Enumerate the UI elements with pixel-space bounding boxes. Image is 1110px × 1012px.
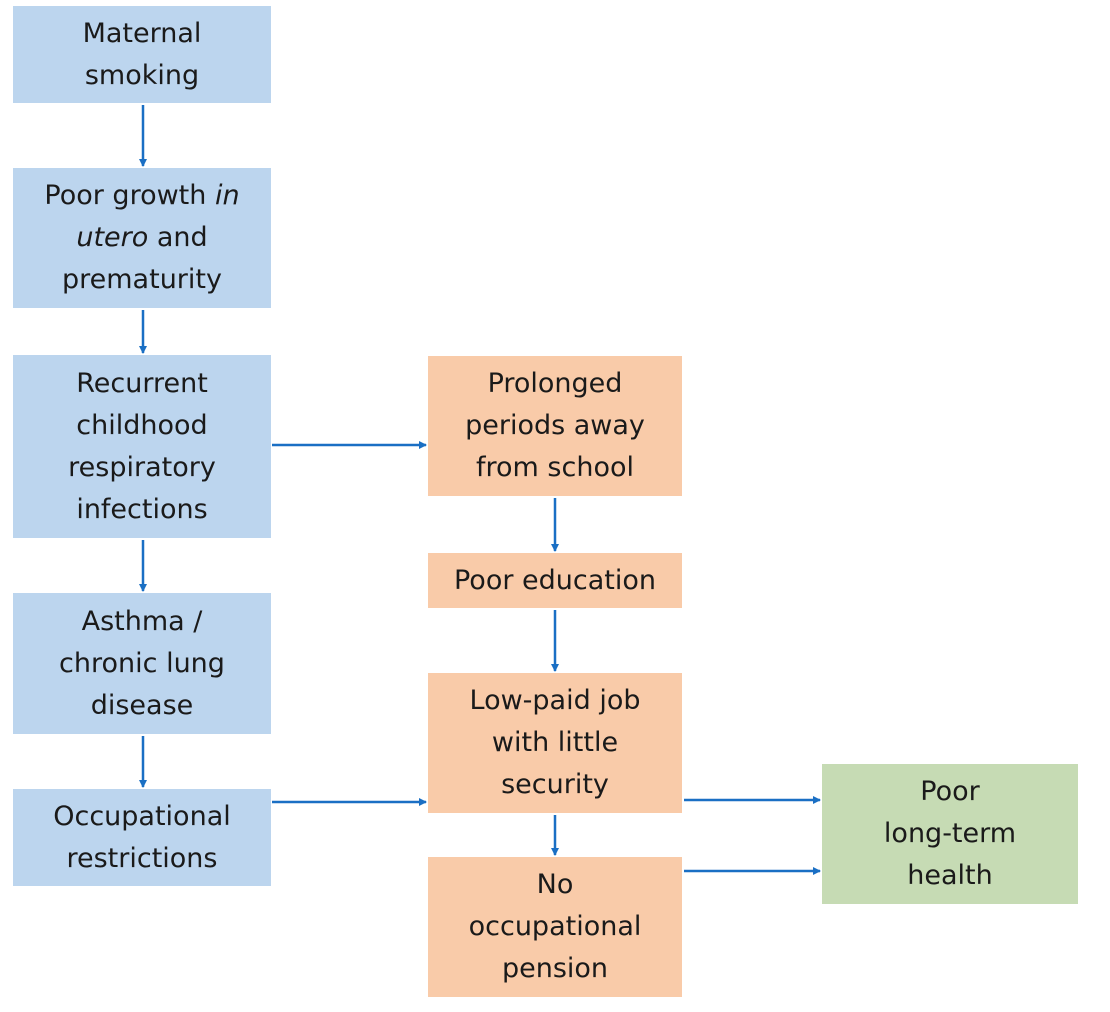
node-recurrent-infections: Recurrent childhood respiratory infectio… — [13, 355, 271, 538]
node-poor-education: Poor education — [428, 553, 682, 608]
node-text: Poor growth — [44, 180, 215, 211]
node-text: periods away — [465, 410, 645, 441]
node-text: chronic lung — [59, 647, 225, 679]
node-text: prematurity — [62, 264, 222, 295]
node-low-paid-job: Low-paid job with little security — [428, 673, 682, 813]
node-text: Asthma / — [81, 605, 203, 637]
node-text: and — [148, 222, 208, 253]
node-text-italic: in — [214, 180, 240, 211]
node-poor-growth: Poor growth in utero and prematurity — [13, 168, 271, 308]
node-poor-health: Poor long-term health — [822, 764, 1078, 904]
node-asthma: Asthma / chronic lung disease — [13, 593, 271, 734]
node-text: disease — [90, 689, 194, 721]
node-text: from school — [476, 452, 634, 483]
node-text: Recurrent — [76, 367, 208, 399]
node-text: occupational — [468, 911, 642, 942]
node-text: smoking — [84, 59, 200, 91]
node-text: Occupational — [53, 800, 231, 832]
node-text: Poor education — [453, 564, 656, 596]
node-text: restrictions — [66, 842, 218, 874]
node-text: with little — [491, 727, 619, 758]
node-text: health — [907, 860, 993, 891]
node-text: childhood — [76, 409, 208, 441]
node-text-italic: utero — [76, 222, 149, 253]
node-text: Poor — [920, 776, 980, 807]
node-text: No — [536, 869, 574, 900]
node-text: infections — [76, 493, 208, 525]
node-text: security — [501, 769, 609, 800]
node-text: pension — [501, 953, 609, 984]
node-text: Prolonged — [487, 368, 623, 399]
node-text: long-term — [883, 818, 1017, 849]
node-text: Low-paid job — [469, 685, 641, 716]
node-no-pension: No occupational pension — [428, 857, 682, 997]
node-prolonged-absence: Prolonged periods away from school — [428, 356, 682, 496]
node-occupational-restrictions: Occupational restrictions — [13, 789, 271, 886]
node-maternal-smoking: Maternal smoking — [13, 6, 271, 103]
node-text: respiratory — [68, 451, 216, 483]
node-text: Maternal — [82, 17, 202, 49]
